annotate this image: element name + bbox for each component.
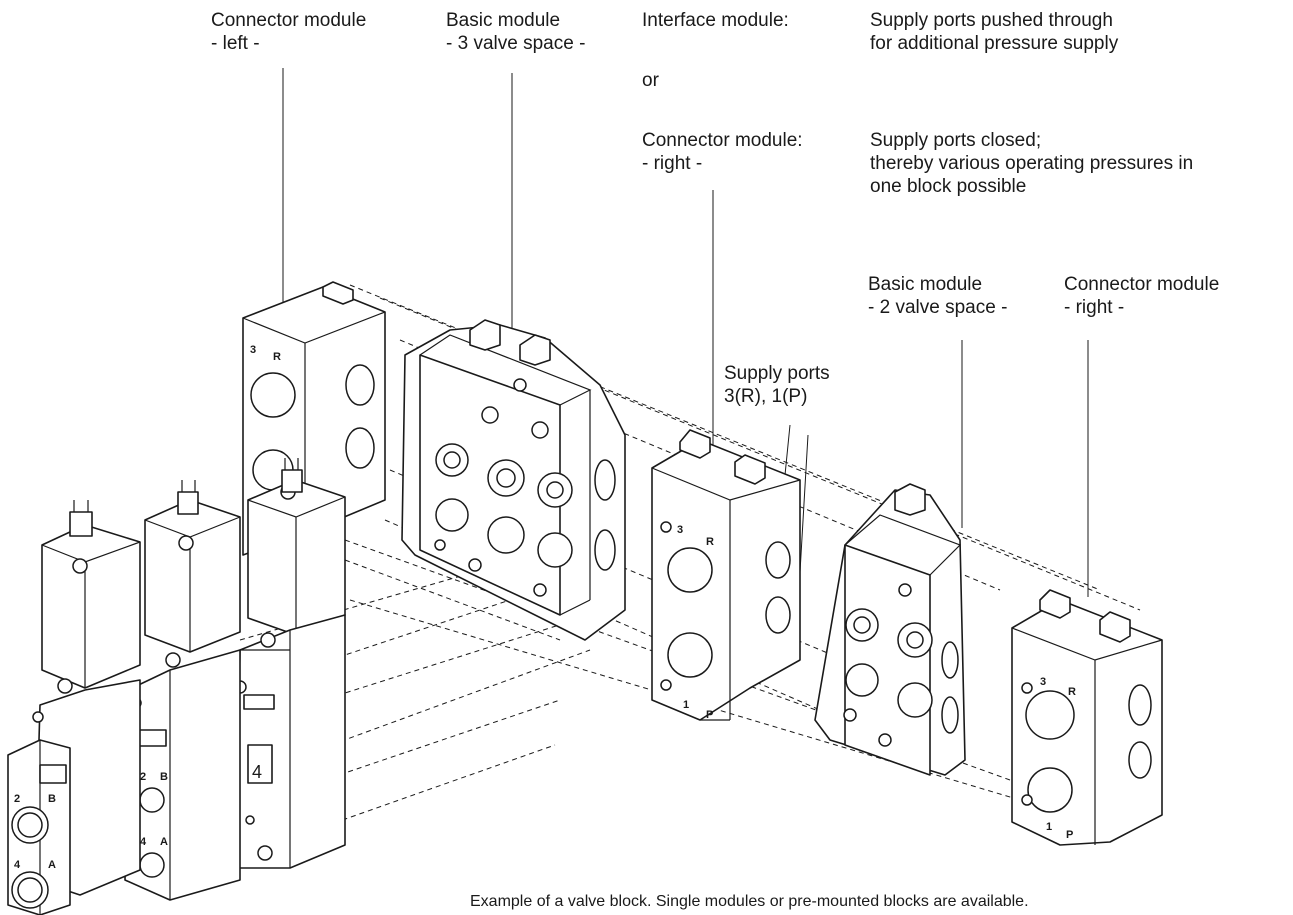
label-supply-ports-line1: Supply ports xyxy=(724,363,830,384)
valve2-mark-4: 4 xyxy=(140,836,147,848)
connector-module-right-middle: 3 R 1 P xyxy=(651,429,801,721)
label-or: or xyxy=(642,70,659,91)
port-mark-rc: R xyxy=(1068,686,1076,698)
label-connector-module-right-colon: Connector module: - right - xyxy=(642,129,803,175)
port-mark-pb: P xyxy=(706,709,713,721)
label-interface-desc-line2: for additional pressure supply xyxy=(870,33,1119,54)
port-mark-pc: P xyxy=(1066,829,1073,841)
label-connector-right-colon-line1: Connector module: xyxy=(642,130,803,151)
label-connector-right-line2: - right - xyxy=(1064,297,1125,318)
label-basic3-line2: - 3 valve space - xyxy=(446,33,586,54)
valve2-mark-2: 2 xyxy=(140,771,146,783)
valve1-mark-a: A xyxy=(48,859,56,871)
port-mark-1b: 1 xyxy=(683,699,689,711)
label-basic2-line2: - 2 valve space - xyxy=(868,297,1008,318)
label-connector-module-left: Connector module - left - xyxy=(211,9,366,55)
label-interface-line1: Interface module: xyxy=(642,10,789,31)
port-mark-3b: 3 xyxy=(677,524,683,536)
basic-module-3-valve xyxy=(401,319,626,641)
label-supply-ports-line2: 3(R), 1(P) xyxy=(724,386,808,407)
valve2-mark-a: A xyxy=(160,836,168,848)
label-connector-right-desc-line3: one block possible xyxy=(870,176,1027,197)
valve2-mark-b: B xyxy=(160,771,168,783)
label-connector-right-line1: Connector module xyxy=(1064,274,1220,295)
label-connector-left-line2: - left - xyxy=(211,33,260,54)
label-basic3-line1: Basic module xyxy=(446,10,561,31)
basic-module-2-valve xyxy=(814,483,966,776)
port-mark-1c: 1 xyxy=(1046,821,1052,833)
valve-1: 2 B 4 A xyxy=(7,500,141,915)
label-supply-ports: Supply ports 3(R), 1(P) xyxy=(724,362,830,408)
label-connector-right-description: Supply ports closed; thereby various ope… xyxy=(870,129,1193,198)
valve-3: 4 xyxy=(233,458,346,869)
label-interface-description: Supply ports pushed through for addition… xyxy=(870,9,1118,55)
label-basic-module-2-valve: Basic module - 2 valve space - xyxy=(868,273,1007,319)
label-connector-left-line1: Connector module xyxy=(211,10,367,31)
port-mark-rb: R xyxy=(706,536,714,548)
valve-number-4: 4 xyxy=(252,762,262,782)
valve1-mark-2: 2 xyxy=(14,793,20,805)
label-basic-module-3-valve: Basic module - 3 valve space - xyxy=(446,9,585,55)
label-connector-right-desc-line2: thereby various operating pressures in xyxy=(870,153,1194,174)
port-mark-3: 3 xyxy=(250,344,256,356)
connector-module-right: 3 R 1 P xyxy=(1011,589,1163,846)
label-basic2-line1: Basic module xyxy=(868,274,983,295)
label-interface-module: Interface module: xyxy=(642,9,789,32)
port-mark-r: R xyxy=(273,351,281,363)
port-mark-3c: 3 xyxy=(1040,676,1046,688)
label-connector-module-right: Connector module - right - xyxy=(1064,273,1219,319)
valve-2: 2 B 4 A xyxy=(124,480,241,901)
valve1-mark-b: B xyxy=(48,793,56,805)
label-interface-desc-line1: Supply ports pushed through xyxy=(870,10,1113,31)
figure-caption: Example of a valve block. Single modules… xyxy=(470,893,1029,910)
label-connector-right-desc-line1: Supply ports closed; xyxy=(870,130,1042,151)
label-connector-right-colon-line2: - right - xyxy=(642,153,703,174)
valve1-mark-4: 4 xyxy=(14,859,21,871)
